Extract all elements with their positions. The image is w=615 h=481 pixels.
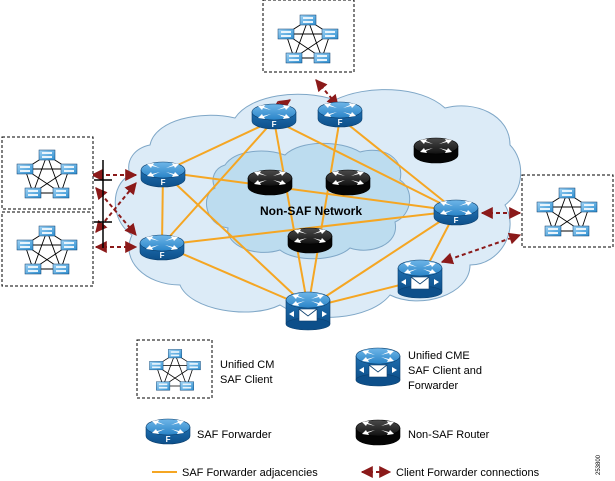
router-black-icon	[355, 419, 401, 446]
router-letter: F	[272, 120, 277, 129]
unified-cme-router-bottom	[285, 291, 331, 331]
legend-client-connections: Client Forwarder connections	[360, 466, 540, 479]
legend-saf-adjacencies: SAF Forwarder adjacencies	[152, 467, 318, 479]
router-black-icon	[325, 169, 371, 196]
legend-unified-cme-line2: SAF Client and	[408, 365, 482, 377]
legend: Unified CM SAF Client Unified CME SAF Cl…	[136, 339, 540, 479]
router-black-icon	[413, 137, 459, 164]
router-black-icon	[247, 169, 293, 196]
saf-forwarder-top-left: F	[251, 103, 297, 130]
network-label: Non-SAF Network	[260, 204, 362, 218]
legend-saf-adjacencies-label: SAF Forwarder adjacencies	[182, 467, 318, 479]
router-letter: F	[160, 251, 165, 260]
legend-unified-cm-line1: Unified CM	[220, 359, 274, 371]
legend-client-connections-label: Client Forwarder connections	[396, 467, 540, 479]
router-letter: F	[454, 216, 459, 225]
legend-unified-cme-line1: Unified CME	[408, 350, 470, 362]
legend-non-saf-router-label: Non-SAF Router	[408, 429, 490, 441]
router-envelope-icon	[355, 347, 401, 387]
legend-unified-cme-line3: Forwarder	[408, 380, 458, 392]
unified-cm-cluster-right	[521, 174, 614, 248]
figure-id: 253800	[596, 454, 602, 475]
saf-forwarder-right: F	[433, 199, 479, 226]
legend-non-saf-router: Non-SAF Router	[355, 419, 490, 446]
router-black-icon	[287, 227, 333, 254]
client-bus-bar	[94, 160, 112, 248]
legend-saf-forwarder-label: SAF Forwarder	[197, 429, 272, 441]
router-envelope-icon	[285, 291, 331, 331]
non-saf-router-3	[287, 227, 333, 254]
router-letter: F	[338, 118, 343, 127]
router-letter: F	[161, 178, 166, 187]
unified-cm-cluster-left-bottom	[1, 211, 94, 287]
router-envelope-icon	[397, 259, 443, 299]
non-saf-router-4	[413, 137, 459, 164]
unified-cm-cluster-left-top	[1, 136, 94, 210]
legend-unified-cm-line2: SAF Client	[220, 374, 273, 386]
saf-forwarder-left-lower: F	[139, 234, 185, 261]
legend-unified-cm: Unified CM SAF Client	[136, 339, 274, 399]
non-saf-router-2	[325, 169, 371, 196]
saf-forwarder-top-right: F	[317, 101, 363, 128]
unified-cm-cluster-top	[262, 0, 355, 73]
saf-forwarder-left-upper: F	[140, 161, 186, 188]
legend-unified-cme: Unified CME SAF Client and Forwarder	[355, 347, 482, 392]
non-saf-router-1	[247, 169, 293, 196]
unified-cme-router-right	[397, 259, 443, 299]
legend-saf-forwarder: F SAF Forwarder	[145, 418, 272, 445]
router-letter: F	[166, 435, 171, 444]
